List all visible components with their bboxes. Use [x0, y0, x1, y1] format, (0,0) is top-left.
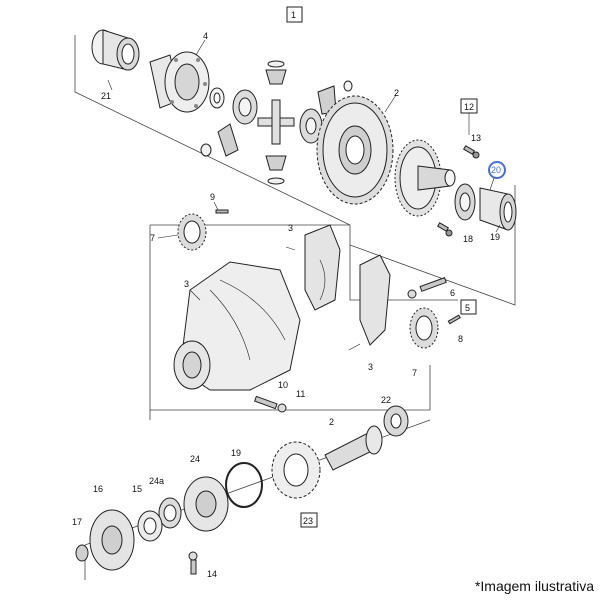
pin-9[interactable]: [215, 209, 229, 214]
bolt-13[interactable]: [462, 145, 480, 159]
bolt-19[interactable]: [436, 222, 453, 237]
cross-shaft[interactable]: [257, 99, 295, 145]
callout-3-housing: 3: [184, 279, 189, 289]
callout-6: 6: [450, 288, 455, 298]
cap-bolt-right[interactable]: [407, 277, 447, 299]
axle-housing-3[interactable]: [173, 261, 301, 391]
callout-11: 11: [296, 389, 305, 399]
callout-15: 15: [132, 484, 142, 494]
callout-5: 5: [465, 303, 470, 313]
callout-8: 8: [458, 334, 463, 344]
pinion-gear-left[interactable]: [200, 123, 239, 157]
bolt-14[interactable]: [188, 551, 198, 575]
bearing-cup-20[interactable]: [479, 187, 517, 231]
callout-7-right: 7: [412, 368, 417, 378]
nut-17[interactable]: [75, 544, 89, 562]
callout-3-cap-left: 3: [288, 223, 293, 233]
differential-case-4[interactable]: [149, 51, 210, 113]
callout-box-1[interactable]: [286, 6, 303, 23]
side-gear-left[interactable]: [232, 89, 258, 125]
bearing-cone-18[interactable]: [454, 183, 476, 221]
callout-21: 21: [101, 91, 111, 101]
callout-19-lower: 19: [231, 448, 241, 458]
callout-12: 12: [464, 102, 474, 112]
callout-22: 22: [381, 395, 391, 405]
shim-pack-23[interactable]: [271, 441, 321, 499]
pinion-shaft-2[interactable]: [324, 425, 383, 471]
callout-20: 20: [491, 165, 501, 175]
callout-box-5[interactable]: [460, 299, 477, 315]
ring-gear-2[interactable]: [316, 95, 394, 205]
callout-19: 19: [490, 232, 500, 242]
o-ring-19[interactable]: [225, 462, 263, 508]
callout-box-23[interactable]: [300, 512, 318, 528]
bolt-10[interactable]: [253, 395, 278, 410]
seal-24a[interactable]: [158, 497, 182, 529]
pinion-gear-top[interactable]: [265, 60, 287, 85]
bearing-cap-3-left[interactable]: [304, 224, 341, 311]
pin-8[interactable]: [447, 314, 461, 325]
assembly-outline-upper: [74, 35, 516, 306]
callout-13: 13: [471, 133, 481, 143]
callout-17: 17: [72, 517, 82, 527]
callout-10: 10: [278, 380, 288, 390]
bearing-22[interactable]: [383, 405, 409, 437]
callout-18: 18: [463, 234, 473, 244]
callout-9: 9: [210, 192, 215, 202]
yoke-flange-16[interactable]: [89, 509, 135, 571]
bearing-cap-3-right[interactable]: [359, 254, 391, 346]
callout-2-pinion: 2: [329, 417, 334, 427]
callout-20-highlight[interactable]: [488, 161, 506, 179]
plug-11[interactable]: [277, 403, 287, 413]
case-flange-half[interactable]: [394, 139, 456, 217]
callout-7-left: 7: [150, 233, 155, 243]
callout-24a: 24a: [149, 476, 164, 486]
callout-16: 16: [93, 484, 103, 494]
washer-15[interactable]: [137, 510, 163, 542]
callout-3-cap-right: 3: [368, 362, 373, 372]
callout-4: 4: [203, 31, 208, 41]
callout-2-ring-gear: 2: [394, 88, 399, 98]
adjusting-ring-7-right[interactable]: [409, 307, 439, 349]
caption-illustrative-image: *Imagem ilustrativa: [474, 578, 594, 594]
thrust-washer-left[interactable]: [209, 87, 225, 109]
callout-1: 1: [291, 10, 296, 20]
callout-14: 14: [207, 569, 217, 579]
pinion-retainer-24[interactable]: [183, 476, 229, 532]
adjusting-ring-7-left[interactable]: [177, 213, 207, 251]
callout-23: 23: [303, 516, 313, 526]
callout-24: 24: [190, 454, 200, 464]
pinion-gear-bottom[interactable]: [265, 155, 287, 185]
bearing-21[interactable]: [91, 29, 140, 71]
